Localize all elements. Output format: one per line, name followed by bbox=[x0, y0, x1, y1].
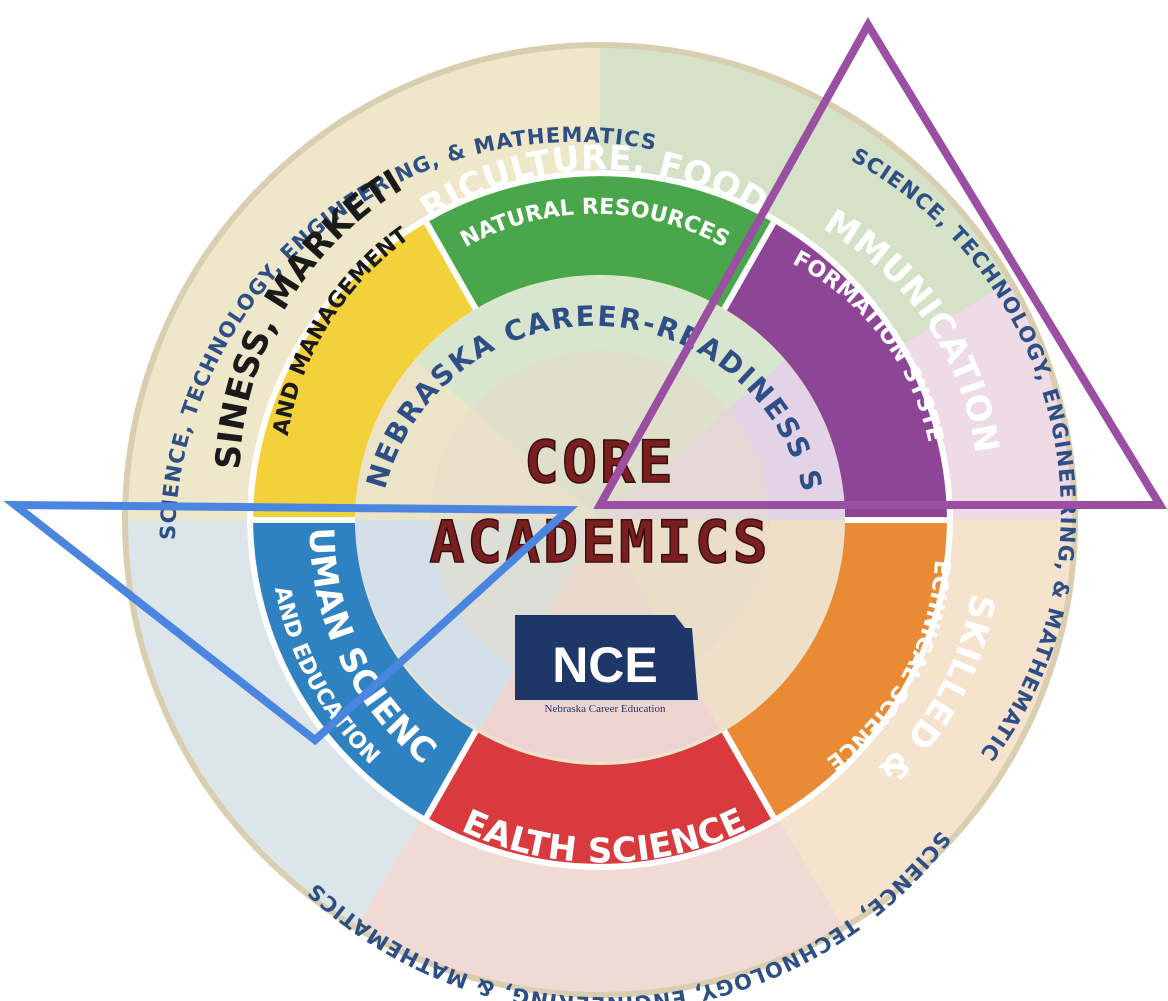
core-label-line2: ACADEMICS bbox=[429, 508, 770, 576]
core-label-line1: CORE bbox=[524, 428, 676, 496]
nce-logo: NCE Nebraska Career Education bbox=[515, 615, 698, 715]
nce-logo-text: NCE bbox=[552, 637, 658, 693]
purple-triangle-overlay bbox=[593, 17, 1168, 509]
blue-triangle-overlay bbox=[3, 500, 579, 746]
inner-ring bbox=[355, 275, 845, 765]
nce-logo-caption: Nebraska Career Education bbox=[545, 703, 666, 715]
